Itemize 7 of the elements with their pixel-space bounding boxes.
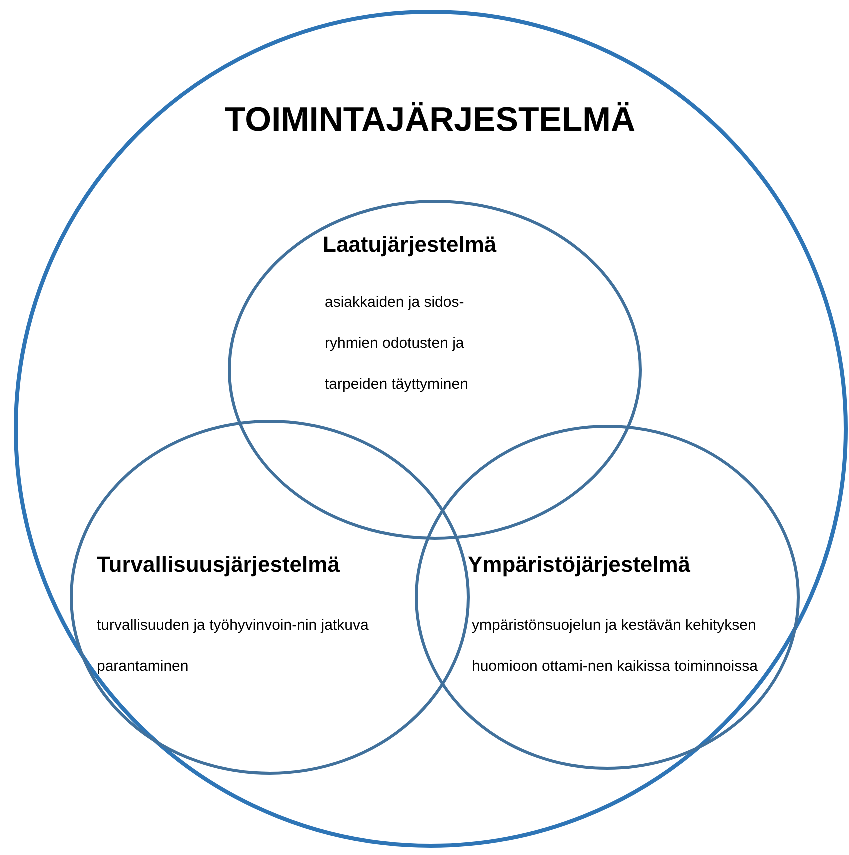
circle-heading: Laatujärjestelmä xyxy=(323,231,498,259)
circle-heading: Ympäristöjärjestelmä xyxy=(468,551,692,579)
circle-description: ympäristönsuojelun ja kestävän kehityksen huomioon ottami-nen kaikissa toiminnoissa xyxy=(472,616,759,677)
circle-heading: Turvallisuusjärjestelmä xyxy=(97,551,341,579)
circle-description: turvallisuuden ja työhyvinvoin-nin jatkuva parantaminen xyxy=(97,616,369,677)
circle-heading: TOIMINTAJÄRJESTELMÄ xyxy=(225,100,637,141)
circle-description: asiakkaiden ja sidos-ryhmien odotusten ja tarpeiden täyttyminen xyxy=(325,293,470,395)
